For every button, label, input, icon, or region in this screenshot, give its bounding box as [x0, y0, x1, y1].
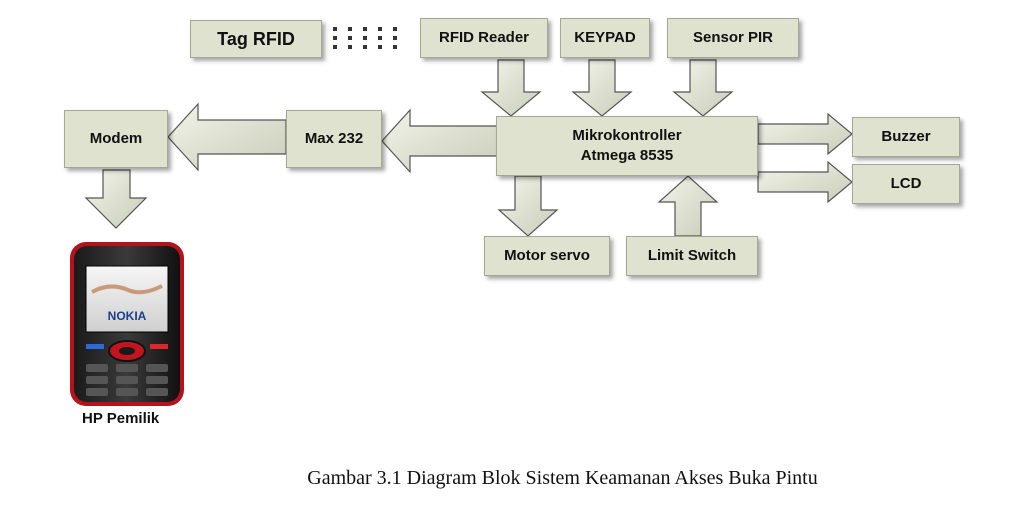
lcd-block: LCD	[852, 164, 960, 204]
arrow-limit-to-mcu	[657, 175, 719, 237]
arrow-rfid-to-mcu	[480, 59, 542, 117]
arrow-mcu-to-servo	[497, 175, 559, 237]
mcu-block: Mikrokontroller Atmega 8535	[496, 116, 758, 176]
arrow-mcu-to-max232	[381, 108, 499, 174]
mobile-phone-icon: NOKIA	[70, 242, 184, 406]
tag-rfid-block: Tag RFID	[190, 20, 322, 58]
arrow-modem-to-phone	[84, 169, 148, 229]
arrow-mcu-to-lcd	[757, 160, 853, 204]
max232-block: Max 232	[286, 110, 382, 168]
phone-owner-label: HP Pemilik	[82, 410, 160, 427]
figure-caption: Gambar 3.1 Diagram Blok Sistem Keamanan …	[307, 467, 818, 489]
arrow-keypad-to-mcu	[571, 59, 633, 117]
arrow-pir-to-mcu	[672, 59, 734, 117]
motor-servo-block: Motor servo	[484, 236, 610, 276]
keypad-block: KEYPAD	[560, 18, 650, 58]
buzzer-block: Buzzer	[852, 117, 960, 157]
sensor-pir-block: Sensor PIR	[667, 18, 799, 58]
arrow-max232-to-modem	[167, 102, 287, 172]
arrow-mcu-to-buzzer	[757, 112, 853, 156]
wireless-link-dots	[333, 27, 397, 49]
phone-brand: NOKIA	[108, 309, 147, 323]
limit-switch-block: Limit Switch	[626, 236, 758, 276]
modem-block: Modem	[64, 110, 168, 168]
rfid-reader-block: RFID Reader	[420, 18, 548, 58]
